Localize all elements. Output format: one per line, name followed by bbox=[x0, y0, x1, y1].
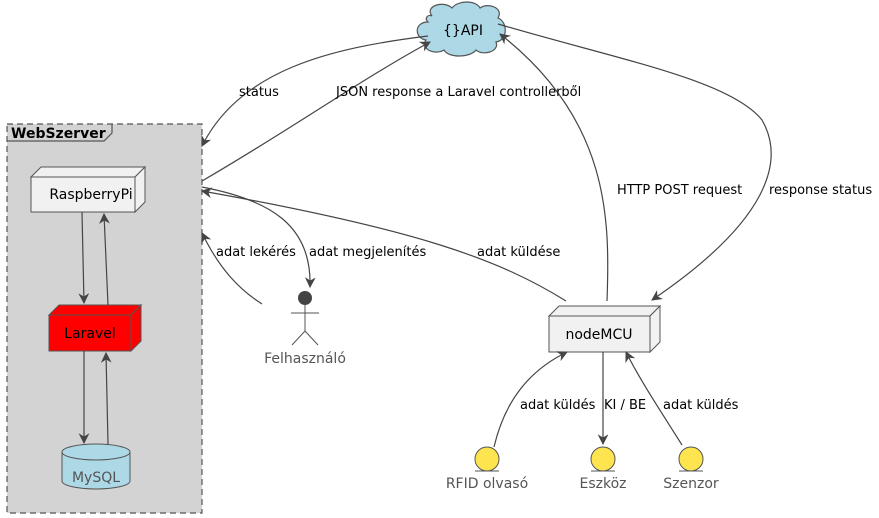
edge-laravel-raspberry bbox=[99, 212, 110, 306]
api-cloud: {}API bbox=[416, 1, 506, 57]
felhasznalo-label: Felhasználó bbox=[264, 351, 346, 367]
mysql-database: MySQL bbox=[61, 443, 131, 490]
szenzor-label: Szenzor bbox=[663, 476, 719, 492]
mysql-label: MySQL bbox=[72, 470, 120, 486]
felhasznalo-actor: Felhasználó bbox=[264, 291, 346, 367]
label-status: status bbox=[239, 85, 279, 100]
laravel-label: Laravel bbox=[64, 326, 116, 342]
label-ki-be: KI / BE bbox=[604, 398, 646, 413]
edge-status bbox=[201, 35, 429, 147]
edge-adat-lekeres bbox=[201, 232, 263, 305]
edge-raspberry-laravel bbox=[78, 211, 90, 305]
raspberrypi-node: RaspberryPi bbox=[29, 165, 147, 214]
edge-http-post bbox=[499, 33, 609, 302]
rfid-olvaso-label: RFID olvasó bbox=[446, 476, 528, 492]
frame-title: WebSzerver bbox=[11, 126, 106, 142]
api-label: {}API bbox=[443, 23, 483, 39]
label-sensor-kuldes: adat küldés bbox=[663, 398, 739, 413]
nodemcu-node: nodeMCU bbox=[547, 304, 662, 354]
edge-adat-kuldese bbox=[200, 187, 567, 302]
label-http-post: HTTP POST request bbox=[617, 183, 742, 198]
edge-szenzor-nodemcu bbox=[625, 351, 683, 446]
rfid-olvaso-actor: RFID olvasó bbox=[446, 446, 528, 492]
label-rfid-kuldes: adat küldés bbox=[520, 398, 596, 413]
laravel-node: Laravel bbox=[47, 303, 143, 353]
edge-json-response bbox=[201, 41, 431, 182]
edge-response-status bbox=[497, 23, 772, 301]
label-json-response: JSON response a Laravel controllerből bbox=[335, 85, 581, 100]
edge-mysql-laravel bbox=[100, 351, 112, 445]
edge-adat-megjelenites bbox=[201, 186, 316, 289]
edge-rfid-nodemcu bbox=[493, 351, 568, 448]
eszkoz-label: Eszköz bbox=[579, 476, 626, 492]
nodemcu-label: nodeMCU bbox=[565, 327, 632, 343]
eszkoz-actor: Eszköz bbox=[579, 446, 627, 492]
szenzor-actor: Szenzor bbox=[663, 446, 719, 492]
label-response-status: response status bbox=[769, 183, 872, 198]
raspberrypi-label: RaspberryPi bbox=[49, 187, 132, 203]
label-adat-lekeres: adat lekérés bbox=[216, 245, 296, 260]
label-adat-megjelenites: adat megjelenítés bbox=[309, 245, 426, 260]
label-adat-kuldese: adat küldése bbox=[477, 245, 560, 260]
